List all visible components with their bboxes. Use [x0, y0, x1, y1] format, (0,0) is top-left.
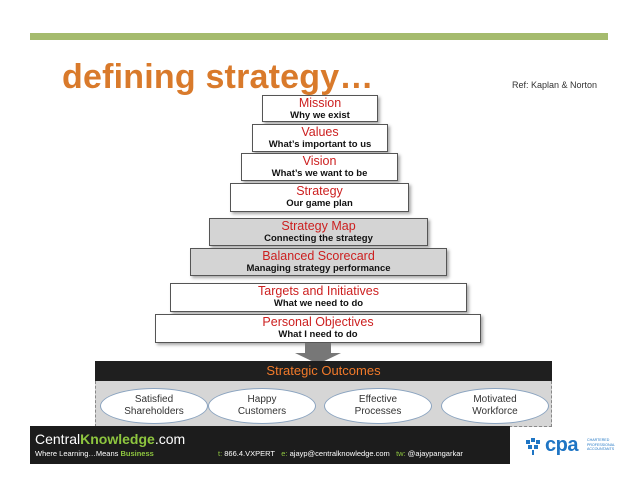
brand-domain: .com	[154, 431, 186, 447]
level-subtitle: Managing strategy performance	[246, 263, 391, 274]
brand-central: Central	[35, 431, 81, 447]
strategic-outcomes-title: Strategic Outcomes	[266, 363, 381, 378]
email-key: e:	[281, 449, 288, 458]
outcome-line2: Workforce	[472, 406, 518, 417]
email-address: ajayp@centralknowledge.com	[289, 449, 390, 458]
brand-tagline: Where Learning…Means Business	[35, 449, 154, 458]
level-strategy: Strategy Our game plan	[230, 183, 409, 212]
level-strategy-map: Strategy Map Connecting the strategy	[209, 218, 428, 246]
level-subtitle: What I need to do	[278, 329, 358, 340]
slide-title: defining strategy…	[62, 58, 374, 96]
level-title: Targets and Initiatives	[258, 284, 379, 298]
twitter-key: tw:	[396, 449, 406, 458]
level-title: Vision	[302, 154, 337, 168]
outcome-line1: Effective	[358, 394, 398, 405]
outcome-line1: Motivated	[473, 394, 517, 405]
phone-key: t:	[218, 449, 223, 458]
level-targets-initiatives: Targets and Initiatives What we need to …	[170, 283, 467, 312]
outcome-processes: Effective Processes	[324, 388, 432, 424]
outcome-line2: Processes	[354, 406, 402, 417]
level-subtitle: Connecting the strategy	[264, 233, 373, 244]
contact-info: t: 866.4.VXPERT e: ajayp@centralknowledg…	[218, 449, 463, 458]
outcome-customers: Happy Customers	[208, 388, 316, 424]
tagline-business: Business	[120, 449, 154, 458]
level-balanced-scorecard: Balanced Scorecard Managing strategy per…	[190, 248, 447, 276]
brand-knowledge: Knowledge	[80, 431, 155, 447]
top-accent-rule	[30, 33, 608, 40]
level-subtitle: What we need to do	[273, 298, 364, 309]
cpa-logo-subtext: CHARTERED PROFESSIONAL ACCOUNTANTS	[587, 438, 615, 452]
outcome-line1: Satisfied	[134, 394, 174, 405]
level-subtitle: What’s we want to be	[271, 168, 368, 179]
level-title: Personal Objectives	[262, 315, 374, 329]
level-title: Strategy	[296, 184, 343, 198]
outcome-line1: Happy	[247, 394, 277, 405]
cpa-line2: PROFESSIONAL	[587, 442, 615, 447]
tagline-prefix: Where Learning…Means	[35, 449, 121, 458]
strategic-outcomes-header: Strategic Outcomes	[95, 361, 552, 381]
brand-name: CentralKnowledge.com	[35, 431, 185, 447]
level-title: Balanced Scorecard	[262, 249, 375, 263]
level-subtitle: Our game plan	[286, 198, 353, 209]
down-arrow-head-icon	[295, 353, 341, 364]
cpa-logo: cpa CHARTERED PROFESSIONAL ACCOUNTANTS	[524, 434, 615, 460]
level-vision: Vision What’s we want to be	[241, 153, 398, 181]
down-arrow-icon	[305, 343, 331, 354]
cpa-leaf-icon	[526, 438, 540, 455]
level-subtitle: What’s important to us	[268, 139, 372, 150]
level-title: Mission	[298, 96, 342, 110]
level-values: Values What’s important to us	[252, 124, 388, 152]
level-subtitle: Why we exist	[290, 110, 350, 121]
footer-bar	[30, 426, 510, 464]
level-title: Values	[301, 125, 339, 139]
cpa-line3: ACCOUNTANTS	[587, 447, 615, 452]
outcome-shareholders: Satisfied Shareholders	[100, 388, 208, 424]
outcome-workforce: Motivated Workforce	[441, 388, 549, 424]
outcome-line2: Shareholders	[124, 406, 184, 417]
outcome-line2: Customers	[237, 406, 287, 417]
cpa-line1: CHARTERED	[587, 438, 610, 442]
phone-number: 866.4.VXPERT	[224, 449, 275, 458]
twitter-handle: @ajaypangarkar	[407, 449, 463, 458]
cpa-logo-text: cpa	[545, 434, 578, 456]
level-title: Strategy Map	[281, 219, 356, 233]
reference-note: Ref: Kaplan & Norton	[512, 80, 598, 90]
level-personal-objectives: Personal Objectives What I need to do	[155, 314, 481, 343]
level-mission: Mission Why we exist	[262, 95, 378, 122]
